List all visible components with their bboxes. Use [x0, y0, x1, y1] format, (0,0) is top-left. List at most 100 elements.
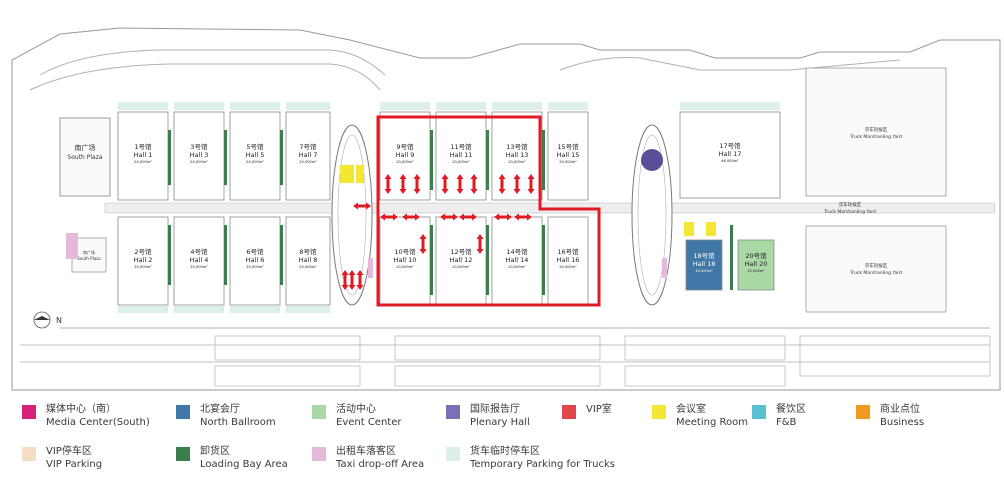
meeting-room-east-2 — [706, 222, 716, 236]
hall-label-en: Hall 6 — [246, 256, 265, 264]
hall-label-en: Hall 20 — [745, 260, 768, 268]
highlight-route-outline — [376, 115, 601, 307]
hall-label-zh: 7号馆 — [299, 142, 317, 151]
road-top — [39, 49, 386, 76]
hall-label-en: Hall 2 — [134, 256, 153, 264]
double-arrow-icon — [476, 234, 484, 254]
double-arrow-icon — [380, 213, 398, 221]
hall-block — [173, 111, 225, 201]
hall-label-zh: 9号馆 — [396, 142, 414, 151]
hall-block — [679, 111, 781, 199]
hall-label-zh: 20号馆 — [745, 251, 767, 260]
double-arrow-icon — [527, 174, 535, 194]
legend-label-zh: VIP室 — [586, 404, 612, 415]
hall-block — [229, 111, 281, 201]
hall-label-zh: 6号馆 — [246, 247, 264, 256]
south-plaza-small-label-zh: 南广场 — [83, 249, 95, 255]
hall-label-en: Hall 9 — [396, 151, 415, 159]
legend-label-en: F&B — [776, 417, 797, 428]
hall-label-area: 20,000m² — [508, 160, 526, 164]
hall-label-zh: 16号馆 — [557, 247, 579, 256]
hall-label-area: 46,000m² — [721, 159, 739, 163]
double-arrow-icon — [494, 213, 512, 221]
double-arrow-icon — [440, 213, 458, 221]
hall-label-area: 20,000m² — [246, 265, 264, 269]
east-concourse — [631, 124, 673, 306]
hall-label-en: Hall 4 — [190, 256, 209, 264]
hall-label-zh: 3号馆 — [190, 142, 208, 151]
legend-swatch — [652, 405, 666, 419]
hall-block — [737, 239, 775, 291]
legend-swatch — [562, 405, 576, 419]
route-arrows — [341, 174, 535, 290]
legend-label-en: VIP Parking — [46, 459, 103, 470]
hall-label-zh: 11号馆 — [450, 142, 472, 151]
legend-swatch — [176, 405, 190, 419]
road-top-3 — [559, 57, 901, 71]
legend-swatch — [446, 447, 460, 461]
hall-block — [491, 216, 543, 306]
meeting-room-west-2 — [356, 165, 364, 183]
double-arrow-icon — [402, 213, 420, 221]
truck-yard-1-en: Truck Marshanling Yard — [849, 134, 902, 140]
hall-block — [173, 216, 225, 306]
taxi-dropoff-east — [662, 258, 667, 278]
double-arrow-icon — [498, 174, 506, 194]
hall-label-zh: 10号馆 — [394, 247, 416, 256]
hall-label-zh: 17号馆 — [719, 141, 741, 150]
hall-label-area: 20,000m² — [299, 265, 317, 269]
legend-label-zh: 商业点位 — [880, 404, 920, 415]
taxi-dropoff-south — [66, 233, 78, 259]
hall-label-en: Hall 18 — [693, 260, 716, 268]
truck-yards: 货车轮候区 Truck Marshanling Yard 货车轮候区 Truck… — [805, 67, 947, 313]
legend-label-zh: 卸货区 — [200, 446, 230, 457]
double-arrow-icon — [456, 174, 464, 194]
hall-label-area: 20,000m² — [396, 160, 414, 164]
legend-label-zh: 国际报告厅 — [470, 404, 520, 415]
legend-swatch — [856, 405, 870, 419]
legend-swatch — [22, 447, 36, 461]
double-arrow-icon — [419, 234, 427, 254]
hall-label-en: Hall 17 — [719, 150, 742, 158]
hall-label-zh: 15号馆 — [557, 142, 579, 151]
north-arrow-icon: N — [33, 311, 62, 329]
double-arrow-icon — [513, 174, 521, 194]
hall-label-zh: 4号馆 — [190, 247, 208, 256]
south-plaza-building — [59, 117, 111, 197]
hall-label-zh: 12号馆 — [450, 247, 472, 256]
taxi-dropoff-west — [368, 258, 373, 278]
plenary-hall — [641, 149, 663, 171]
hall-label-en: Hall 14 — [506, 256, 529, 264]
hall-label-area: 20,000m² — [452, 160, 470, 164]
hall-label-zh: 2号馆 — [134, 247, 152, 256]
legend-item: VIP室 — [562, 403, 612, 419]
legend-label-en: Plenary Hall — [470, 417, 530, 428]
double-arrow-icon — [341, 270, 349, 290]
hall-label-area: 20,000m² — [134, 265, 152, 269]
hall-block — [685, 239, 723, 291]
legend-label-zh: 餐饮区 — [776, 404, 806, 415]
exhibition-floor-plan: 南广场 South Plaza 南广场 South Plaza N 1号馆Hal… — [11, 27, 1001, 391]
hall-label-zh: 1号馆 — [134, 142, 152, 151]
double-arrow-icon — [384, 174, 392, 194]
hall-label-area: 20,000m² — [559, 160, 577, 164]
truck-yard-1-zh: 货车轮候区 — [865, 126, 888, 133]
south-plaza-small-label-en: South Plaza — [77, 256, 101, 261]
truck-yard-3-en: Truck Marshanling Yard — [849, 270, 902, 276]
legend-label-zh: 会议室 — [676, 404, 706, 415]
hall-block — [547, 111, 589, 201]
